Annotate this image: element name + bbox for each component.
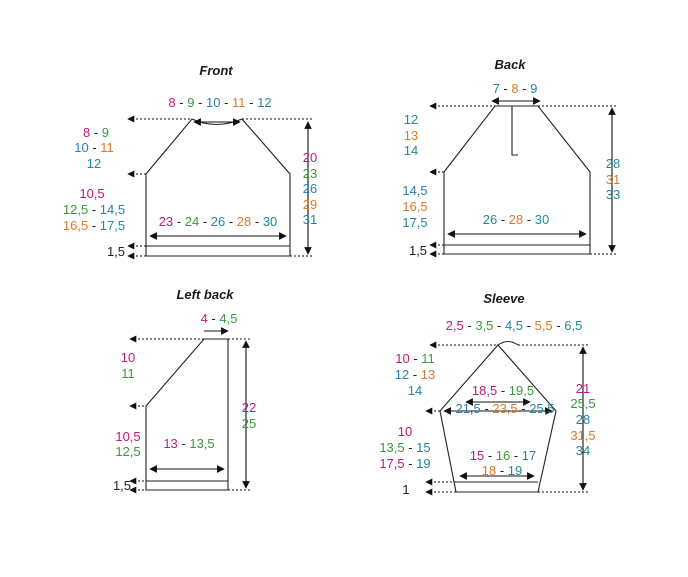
left-back-side-mid-2: 12,5 xyxy=(115,444,140,459)
front-width: 23 - 24 - 26 - 28 - 30 xyxy=(159,214,278,229)
front-side-mid-line3: 16,5 - 17,5 xyxy=(63,218,125,233)
left-back-top-width: 4 - 4,5 xyxy=(201,311,238,326)
front-side-mid-line1: 10,5 xyxy=(79,186,104,201)
sleeve-cuff-width-2: 18 - 19 xyxy=(482,463,523,478)
sleeve-upper-width: 21,5 - 23,5 - 25,5 xyxy=(455,401,554,416)
sleeve-rib: 1 xyxy=(402,482,409,497)
left-back-side-top-2: 11 xyxy=(121,366,135,381)
left-back-outline xyxy=(145,338,229,491)
back-side-mid-3: 17,5 xyxy=(402,215,427,230)
back-side-top-1: 12 xyxy=(404,112,418,127)
front-piece: Front 8 - 9 - 10 - 11 - 12 8 - 9 10 - 11… xyxy=(63,63,317,260)
back-side-top-3: 14 xyxy=(404,143,418,158)
front-height-5: 31 xyxy=(303,212,317,227)
back-rib: 1,5 xyxy=(409,243,427,258)
sleeve-cap-width: 18,5 - 19,5 xyxy=(472,383,534,398)
front-height-2: 23 xyxy=(303,166,317,181)
front-side-top-line1: 8 - 9 xyxy=(83,125,109,140)
left-back-piece: Left back 4 - 4,5 10 11 10,5 12,5 13 - 1… xyxy=(113,287,256,494)
back-piece: Back 7 - 8 - 9 12 13 14 14,5 16,5 17,5 2… xyxy=(402,57,620,258)
left-back-width: 13 - 13,5 xyxy=(163,436,214,451)
back-height-3: 33 xyxy=(606,187,620,202)
front-height-4: 29 xyxy=(303,197,317,212)
sleeve-height-2: 25,5 xyxy=(570,396,595,411)
front-side-mid-line2: 12,5 - 14,5 xyxy=(63,202,125,217)
sleeve-title: Sleeve xyxy=(483,291,524,306)
back-height-2: 31 xyxy=(606,172,620,187)
sleeve-height-1: 21 xyxy=(576,381,590,396)
left-back-rib: 1,5 xyxy=(113,478,131,493)
sleeve-cap-side-3: 14 xyxy=(408,383,422,398)
back-title: Back xyxy=(494,57,526,72)
front-height-3: 26 xyxy=(303,181,317,196)
sleeve-height-3: 28 xyxy=(576,412,590,427)
left-back-height-1: 22 xyxy=(242,400,256,415)
left-back-side-top-1: 10 xyxy=(121,350,135,365)
left-back-side-mid-1: 10,5 xyxy=(115,429,140,444)
back-slit xyxy=(511,106,518,156)
sleeve-height-4: 31,5 xyxy=(570,428,595,443)
left-back-height-2: 25 xyxy=(242,416,256,431)
sleeve-outline xyxy=(439,344,557,493)
back-neck-width: 7 - 8 - 9 xyxy=(493,81,538,96)
sleeve-cuff-width-1: 15 - 16 - 17 xyxy=(470,448,537,463)
sleeve-lower-side-1: 10 xyxy=(398,424,412,439)
front-rib: 1,5 xyxy=(107,244,125,259)
sleeve-height-5: 34 xyxy=(576,443,590,458)
sleeve-piece: Sleeve 2,5 - 3,5 - 4,5 - 5,5 - 6,5 10 - … xyxy=(379,291,595,497)
back-side-mid-1: 14,5 xyxy=(402,183,427,198)
front-side-top-line2: 10 - 11 xyxy=(74,140,114,155)
front-neck-width: 8 - 9 - 10 - 11 - 12 xyxy=(168,95,271,110)
sleeve-lower-side-2: 13,5 - 15 xyxy=(379,440,430,455)
front-height-1: 20 xyxy=(303,150,317,165)
back-side-top-2: 13 xyxy=(404,128,418,143)
back-side-mid-2: 16,5 xyxy=(402,199,427,214)
back-width: 26 - 28 - 30 xyxy=(483,212,550,227)
left-back-title: Left back xyxy=(176,287,234,302)
sleeve-cap-arc xyxy=(497,340,519,346)
sleeve-top-width: 2,5 - 3,5 - 4,5 - 5,5 - 6,5 xyxy=(446,318,583,333)
front-title: Front xyxy=(199,63,233,78)
back-height-1: 28 xyxy=(606,156,620,171)
sleeve-cap-side-2: 12 - 13 xyxy=(395,367,436,382)
sleeve-cap-side-1: 10 - 11 xyxy=(395,351,435,366)
front-side-top-line3: 12 xyxy=(87,156,101,171)
sleeve-lower-side-3: 17,5 - 19 xyxy=(379,456,430,471)
back-outline xyxy=(443,105,591,255)
